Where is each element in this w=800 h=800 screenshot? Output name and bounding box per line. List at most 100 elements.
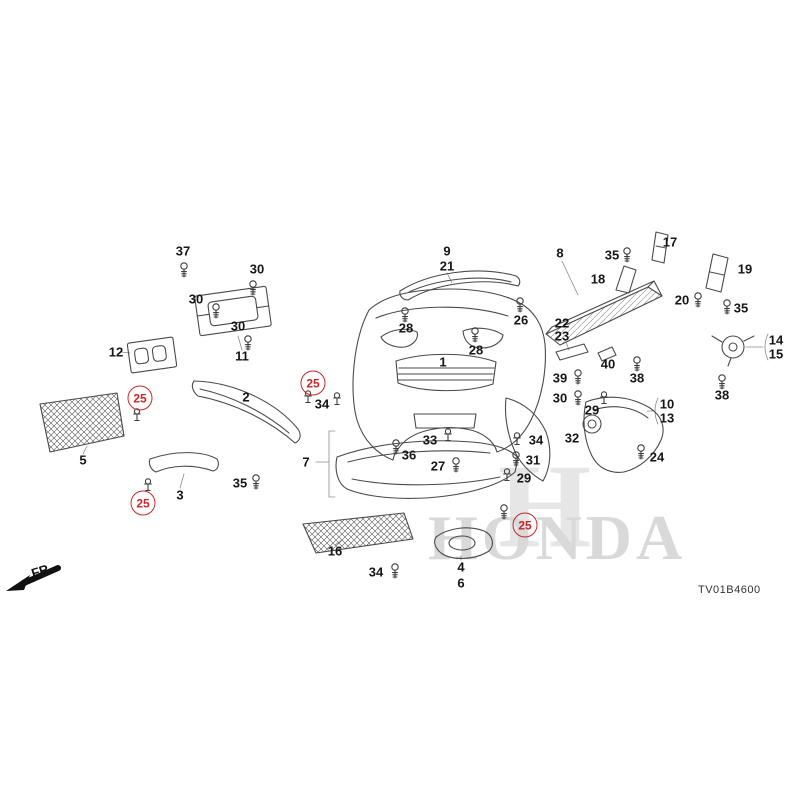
part-fog-light [582,414,602,434]
part-bracket-22 [555,343,589,361]
part-callout-37: 37 [175,243,191,259]
part-callout-12: 12 [108,344,124,360]
highlighted-callout-25[interactable]: 25 [300,370,326,396]
part-horn [711,335,755,367]
part-callout-34: 34 [528,432,544,448]
part-callout-38: 38 [714,387,730,403]
screw-icon [574,369,582,385]
clip-icon [513,432,521,446]
part-callout-30: 30 [188,291,204,307]
part-bumper-lower [335,440,519,499]
part-callout-34: 34 [314,396,330,412]
part-side-garnish [583,396,664,473]
part-callout-31: 31 [525,452,541,468]
part-callout-28: 28 [468,342,484,358]
part-callout-3: 3 [176,487,184,503]
part-callout-2: 2 [242,389,250,405]
screw-icon [391,563,399,579]
screw-icon [637,444,645,460]
part-callout-11: 11 [235,348,249,364]
part-callout-35: 35 [604,247,620,263]
part-upper-tiebar [545,280,663,346]
part-callout-23: 23 [554,328,570,344]
diagram-code: TV01B4600 [698,584,761,596]
screw-icon [452,457,460,473]
fr-label: FR. [29,560,53,580]
highlighted-callout-25[interactable]: 25 [130,490,156,516]
part-callout-17: 17 [662,234,678,250]
part-bracket-19 [705,253,729,293]
part-callout-29: 29 [516,470,532,486]
part-callout-32: 32 [564,430,580,446]
clip-icon [333,392,341,406]
part-callout-6: 6 [457,575,465,591]
part-callout-27: 27 [430,458,446,474]
part-callout-5: 5 [79,452,87,468]
fr-direction-arrow: FR. [6,560,61,591]
part-callout-35: 35 [733,300,749,316]
part-callout-35: 35 [232,475,248,491]
part-upper-beam [399,270,521,301]
part-callout-39: 39 [552,370,568,386]
part-callout-21: 21 [439,258,455,274]
part-callout-10: 10 [659,396,675,412]
part-callout-40: 40 [600,356,616,372]
part-license-garnish [126,336,178,374]
part-callout-13: 13 [659,410,675,426]
part-upper-garnish [191,380,301,444]
highlighted-callout-25[interactable]: 25 [512,512,538,538]
screw-icon [180,262,188,278]
screw-icon [574,390,582,406]
part-callout-15: 15 [768,346,784,362]
highlighted-callout-25[interactable]: 25 [127,385,153,411]
part-front-grille [39,392,125,453]
part-fog-garnish [434,527,493,559]
clip-icon [444,428,452,442]
part-callout-28: 28 [398,320,414,336]
part-callout-36: 36 [401,447,417,463]
part-callout-33: 33 [422,432,438,448]
part-lower-garnish-strip [148,452,219,473]
part-bumper-face [352,288,546,461]
part-lower-grille [302,512,414,554]
screw-icon [500,504,508,520]
part-bracket-40 [597,346,617,362]
part-callout-14: 14 [768,332,784,348]
part-callout-20: 20 [674,292,690,308]
part-callout-30: 30 [230,318,246,334]
clip-icon [133,408,141,422]
screw-icon [633,356,641,372]
part-callout-8: 8 [556,245,564,261]
part-bumper-corner [504,397,551,482]
screw-icon [694,292,702,308]
part-callout-26: 26 [513,312,529,328]
part-callout-30: 30 [249,261,265,277]
screw-icon [471,327,479,343]
screw-icon [623,247,631,263]
part-callout-1: 1 [439,354,447,370]
part-callout-30: 30 [552,390,568,406]
watermark-logo: H [498,439,592,572]
clip-icon [144,478,152,492]
screw-icon [392,439,400,455]
part-bracket-18 [615,265,637,294]
part-bracket-17 [651,231,669,264]
part-callout-22: 22 [554,315,570,331]
part-callout-38: 38 [629,370,645,386]
part-callout-24: 24 [649,449,665,465]
leader-lines [82,260,769,561]
part-callout-16: 16 [327,543,343,559]
screw-icon [252,474,260,490]
part-callout-18: 18 [590,271,606,287]
part-license-bracket [194,285,272,337]
part-callout-34: 34 [368,564,384,580]
part-callout-4: 4 [457,559,465,575]
part-callout-9: 9 [443,243,451,259]
screw-icon [212,303,220,319]
part-callout-29: 29 [584,402,600,418]
screw-icon [723,299,731,315]
part-callout-7: 7 [302,454,310,470]
